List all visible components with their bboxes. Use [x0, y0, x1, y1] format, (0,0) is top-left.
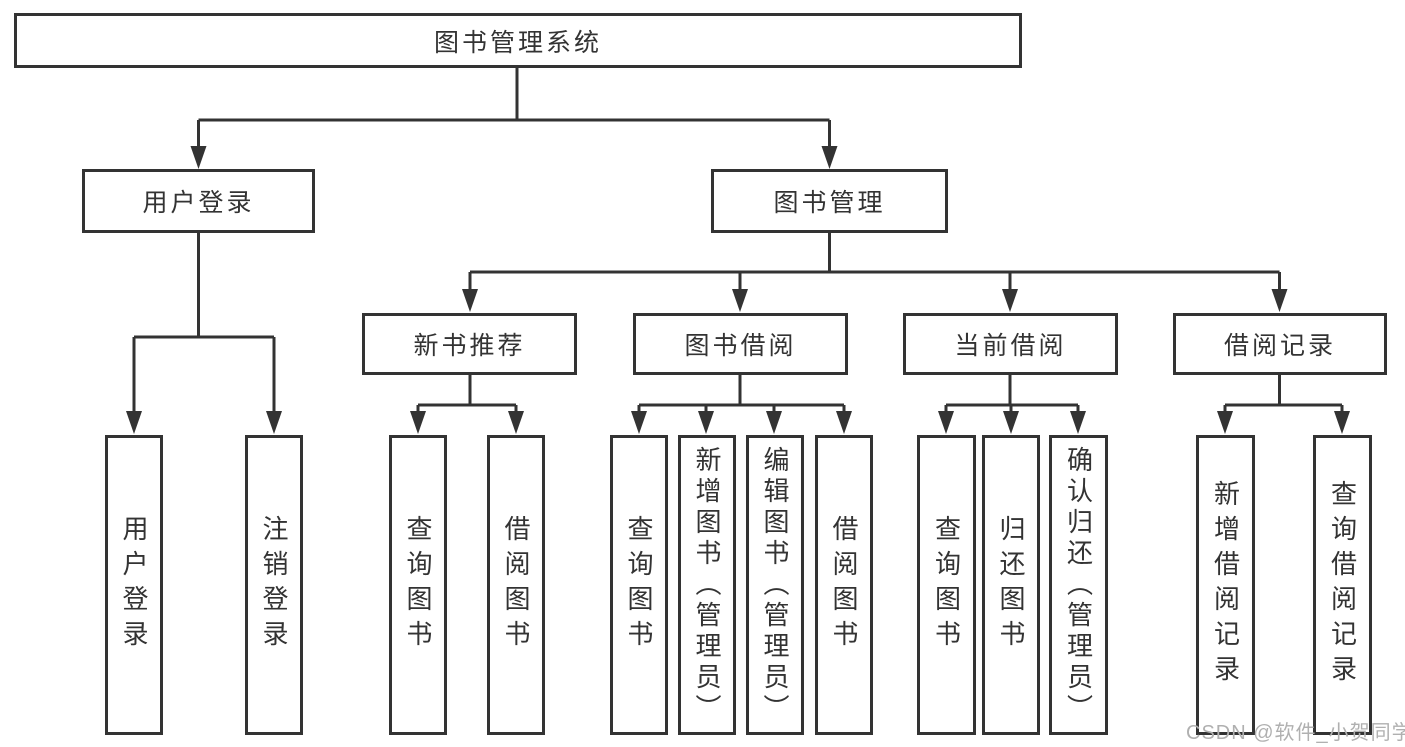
arrowhead-icon [462, 289, 478, 312]
leaf-user-login-label: 用户登录 [119, 515, 149, 655]
watermark: CSDN @软件_小贺同学 [1186, 722, 1405, 744]
node-current-borrowing: 当前借阅 [903, 313, 1118, 375]
leaf-query-books-borrowing: 查询图书 [610, 435, 668, 735]
leaf-borrow-books-borrowing-label: 借阅图书 [829, 515, 859, 655]
leaf-add-books-admin-label: 新增图书（管理员） [692, 445, 722, 725]
leaf-query-books-current: 查询图书 [917, 435, 976, 735]
arrowhead-icon [1070, 411, 1086, 434]
arrowhead-icon [698, 411, 714, 434]
arrowhead-icon [766, 411, 782, 434]
node-library-system-label: 图书管理系统 [433, 28, 602, 57]
node-new-book-recommend-label: 新书推荐 [413, 332, 526, 360]
leaf-query-books-borrowing-label: 查询图书 [624, 515, 654, 655]
arrowhead-icon [1271, 289, 1288, 312]
leaf-logout-label: 注销登录 [259, 515, 289, 655]
leaf-borrow-books-recommend-label: 借阅图书 [501, 515, 531, 655]
arrowhead-icon [1003, 411, 1019, 434]
arrowhead-icon [631, 411, 647, 434]
leaf-edit-books-admin: 编辑图书（管理员） [746, 435, 804, 735]
arrowhead-icon [126, 411, 142, 434]
leaf-query-borrow-record-label: 查询借阅记录 [1327, 480, 1358, 690]
node-new-book-recommend: 新书推荐 [362, 313, 577, 375]
arrowhead-icon [266, 411, 282, 434]
node-book-management-label: 图书管理 [773, 189, 886, 217]
arrowhead-icon [821, 146, 838, 169]
leaf-query-books-current-label: 查询图书 [931, 515, 962, 655]
arrowhead-icon [732, 289, 748, 312]
node-user-login-label: 用户登录 [142, 189, 255, 217]
node-book-management: 图书管理 [711, 169, 948, 233]
leaf-query-borrow-record: 查询借阅记录 [1313, 435, 1372, 735]
node-current-borrowing-label: 当前借阅 [954, 332, 1067, 360]
leaf-confirm-return-admin: 确认归还（管理员） [1049, 435, 1108, 735]
node-book-borrowing: 图书借阅 [633, 313, 848, 375]
leaf-edit-books-admin-label: 编辑图书（管理员） [760, 445, 790, 725]
leaf-user-login: 用户登录 [105, 435, 163, 735]
arrowhead-icon [836, 411, 852, 434]
arrowhead-icon [1334, 411, 1350, 434]
leaf-return-books: 归还图书 [982, 435, 1040, 735]
node-book-borrowing-label: 图书借阅 [684, 332, 797, 360]
leaf-add-books-admin: 新增图书（管理员） [678, 435, 736, 735]
leaf-add-borrow-record: 新增借阅记录 [1196, 435, 1255, 735]
node-borrowing-records: 借阅记录 [1173, 313, 1387, 375]
leaf-confirm-return-admin-label: 确认归还（管理员） [1063, 445, 1094, 725]
leaf-return-books-label: 归还图书 [996, 515, 1026, 655]
leaf-borrow-books-recommend: 借阅图书 [487, 435, 545, 735]
arrowhead-icon [190, 146, 207, 169]
arrowhead-icon [1002, 289, 1018, 312]
leaf-logout: 注销登录 [245, 435, 303, 735]
node-library-system: 图书管理系统 [14, 13, 1022, 68]
arrowhead-icon [1217, 411, 1233, 434]
arrowhead-icon [938, 411, 954, 434]
leaf-query-books-recommend-label: 查询图书 [403, 515, 433, 655]
node-user-login: 用户登录 [82, 169, 315, 233]
leaf-add-borrow-record-label: 新增借阅记录 [1210, 480, 1241, 690]
leaf-query-books-recommend: 查询图书 [389, 435, 447, 735]
leaf-borrow-books-borrowing: 借阅图书 [815, 435, 873, 735]
arrowhead-icon [410, 411, 426, 434]
node-borrowing-records-label: 借阅记录 [1223, 332, 1336, 360]
arrowhead-icon [508, 411, 524, 434]
